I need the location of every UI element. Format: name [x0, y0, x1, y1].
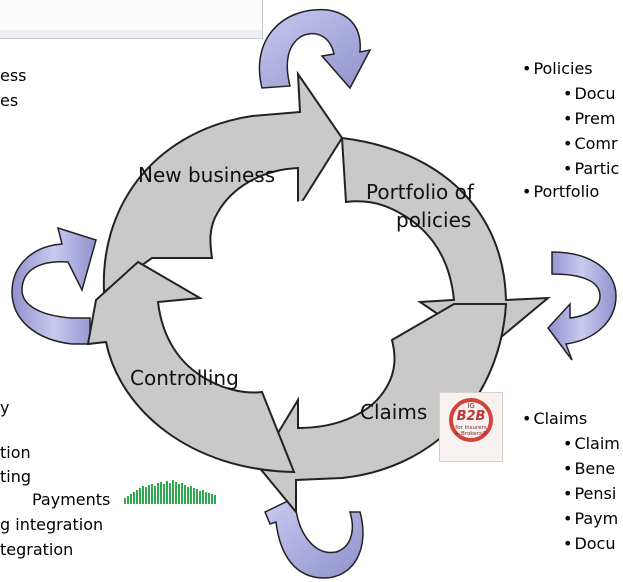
controlling-list-line: tion	[0, 443, 31, 462]
ig-b2b-logo: IG B2B for Insurers + Brokers®	[439, 392, 503, 462]
label-claims: Claims	[360, 400, 428, 424]
controlling-list-line: Payments	[32, 490, 111, 509]
controlling-list-line: ting	[0, 467, 32, 486]
claims-list-item: Claim	[563, 434, 619, 454]
right-cycle-arrow	[547, 251, 617, 361]
claims-list-item: Paym	[563, 509, 618, 529]
policies-list-item: Partic	[563, 159, 619, 179]
label-portfolio-line2: policies	[396, 208, 472, 232]
logo-tagline-2: + Brokers®	[454, 431, 488, 437]
controlling-list-line: g integration	[0, 515, 104, 534]
mini-chart	[124, 480, 216, 504]
policies-list-item: Comr	[563, 134, 617, 154]
cycle-center	[224, 199, 400, 370]
arrow-portfolio	[340, 136, 551, 350]
top-left-fragment-line: ess	[0, 66, 27, 85]
arrow-new-business	[102, 70, 344, 294]
label-controlling: Controlling	[130, 366, 239, 390]
top-left-fragment-line: es	[0, 91, 19, 110]
policies-list-item: Docu	[563, 84, 615, 104]
controlling-list-line: y	[0, 398, 10, 417]
claims-list-item: Docu	[563, 534, 615, 554]
claims-list-item: Claims	[522, 409, 587, 429]
label-portfolio-line1: Portfolio of	[366, 180, 474, 204]
logo-ring	[449, 398, 493, 442]
logo-b2b-text: B2B	[456, 409, 486, 424]
logo-tagline: for Insurers + Brokers®	[440, 425, 502, 437]
controlling-list-line: tegration	[0, 540, 74, 559]
policies-list-item: Policies	[522, 59, 592, 79]
claims-list-item: Pensi	[563, 484, 616, 504]
policies-list-item: Portfolio	[522, 182, 599, 202]
bottom-cycle-arrow	[264, 499, 364, 579]
logo-tagline-1: for Insurers	[455, 425, 487, 431]
arrow-controlling	[86, 260, 296, 474]
screenshot-statusbar	[0, 30, 262, 38]
logo-ig: IG	[467, 402, 475, 410]
label-new-business: New business	[138, 163, 276, 187]
policies-list-item: Prem	[563, 109, 615, 129]
left-cycle-arrow	[11, 226, 97, 345]
top-cycle-arrow	[258, 9, 372, 90]
claims-list-item: Bene	[563, 459, 615, 479]
